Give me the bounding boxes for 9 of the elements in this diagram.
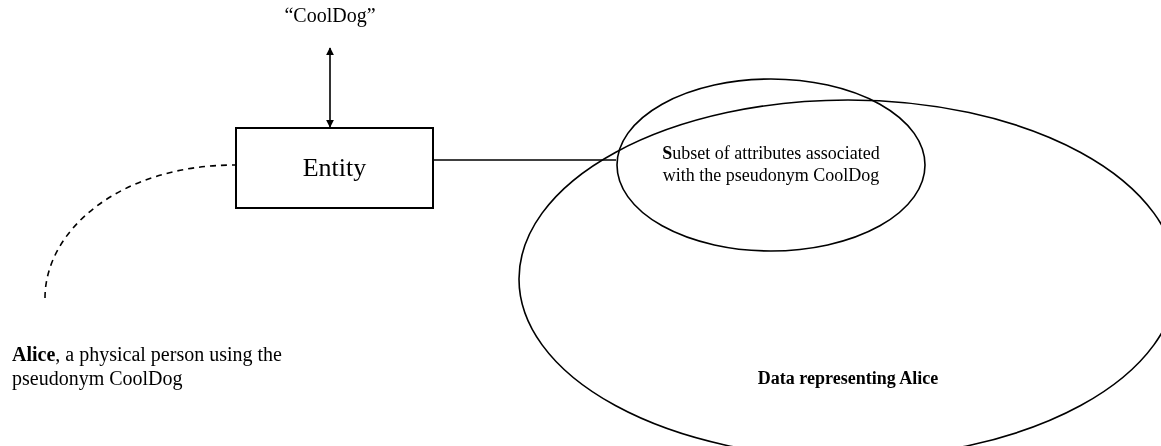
text-label: Alice, a physical person using the pseudonym CoolDog	[12, 342, 283, 390]
entity-box	[235, 127, 434, 209]
text-label: Subset of attributes associated with the pseudonym CoolDog	[661, 143, 881, 187]
text-label: “CoolDog”	[284, 3, 376, 27]
connector-line	[433, 159, 617, 161]
double-arrow	[326, 47, 334, 128]
dashed-connector	[44, 164, 236, 299]
text-label: Data representing Alice	[757, 368, 939, 390]
entity-label: Entity	[302, 152, 367, 184]
